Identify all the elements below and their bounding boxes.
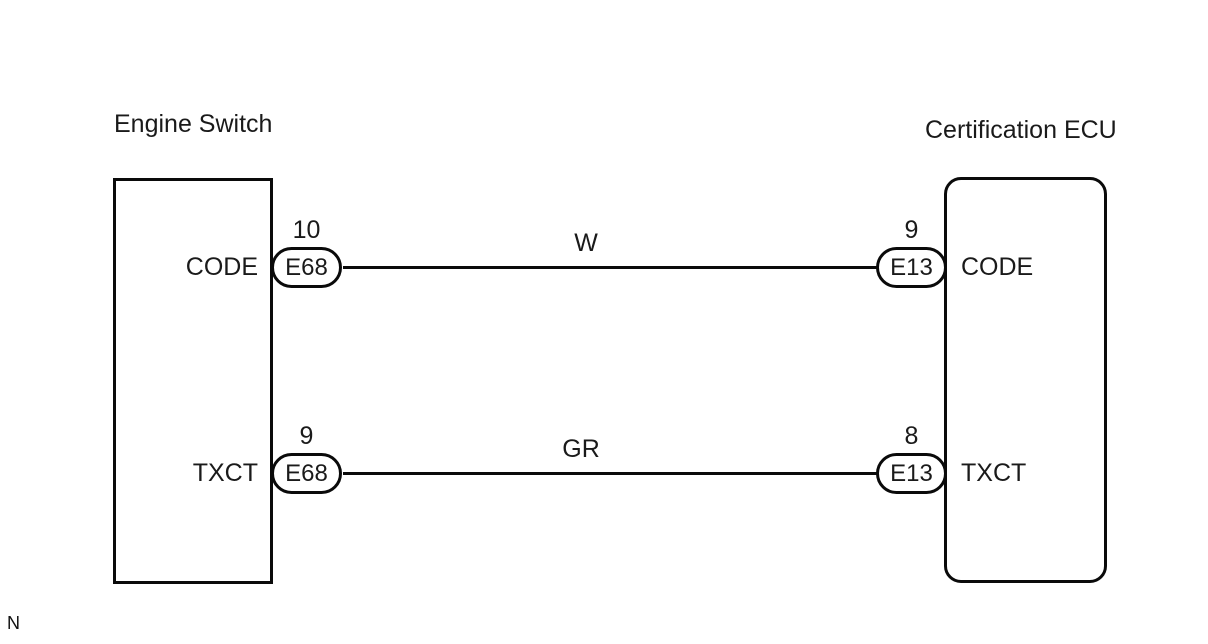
connector-pill-e68-top: E68 bbox=[271, 247, 342, 288]
wire-color-label-bottom: GR bbox=[562, 435, 600, 463]
left-component-title: Engine Switch bbox=[114, 109, 273, 138]
connector-pill-e13-top: E13 bbox=[876, 247, 947, 288]
terminal-name-left-code: CODE bbox=[185, 253, 258, 281]
terminal-name-left-txct: TXCT bbox=[192, 459, 258, 487]
pin-number-left-bottom: 9 bbox=[299, 422, 314, 450]
connector-pill-e68-bottom: E68 bbox=[271, 453, 342, 494]
wire-color-label-top: W bbox=[574, 229, 598, 257]
certification-ecu-box bbox=[944, 177, 1107, 583]
engine-switch-box bbox=[113, 178, 273, 584]
pin-number-right-bottom: 8 bbox=[904, 422, 919, 450]
terminal-name-right-txct: TXCT bbox=[961, 459, 1027, 487]
wire-code bbox=[343, 266, 877, 269]
pin-number-left-top: 10 bbox=[292, 216, 321, 244]
footnote-n: N bbox=[7, 613, 20, 633]
connector-pill-e13-bottom: E13 bbox=[876, 453, 947, 494]
wire-txct bbox=[343, 472, 877, 475]
right-component-title: Certification ECU bbox=[925, 115, 1117, 144]
terminal-name-right-code: CODE bbox=[961, 253, 1034, 281]
pin-number-right-top: 9 bbox=[904, 216, 919, 244]
